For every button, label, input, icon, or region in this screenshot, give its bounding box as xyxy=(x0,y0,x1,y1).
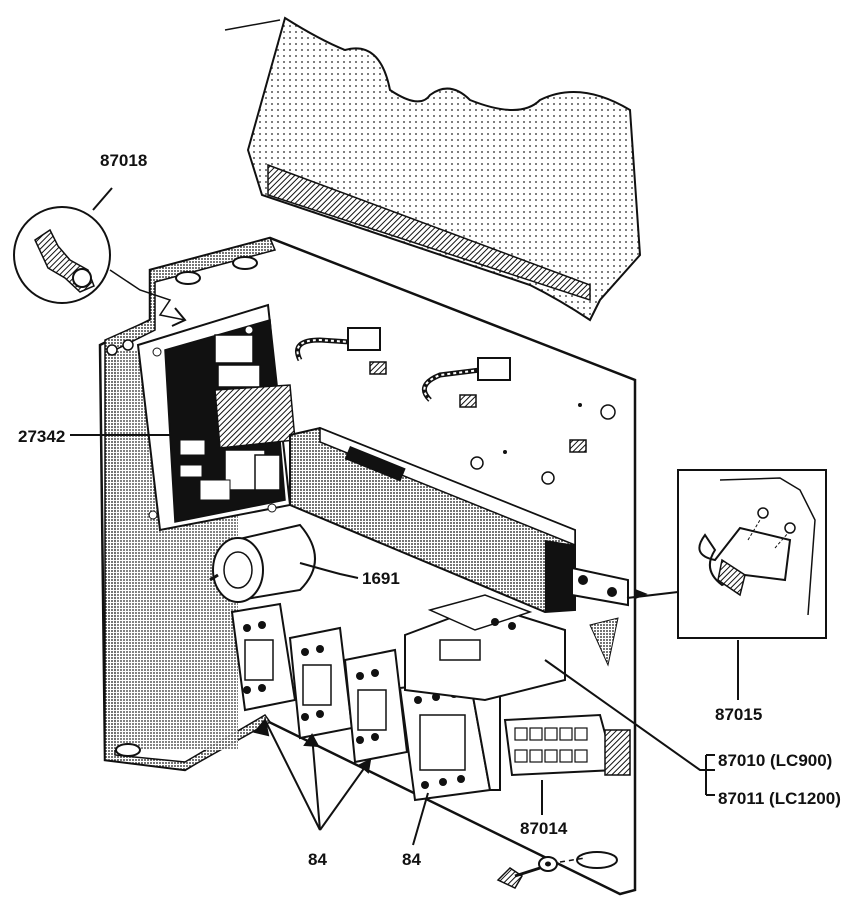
label-87014: 87014 xyxy=(520,819,568,838)
cover-panel xyxy=(224,16,642,322)
contactor-small-3 xyxy=(343,648,409,764)
detail-box-thermostat xyxy=(677,469,827,639)
wire-harness-1 xyxy=(295,327,387,375)
label-27342: 27342 xyxy=(18,427,65,446)
label-84-right: 84 xyxy=(402,850,421,869)
label-87011: 87011 (LC1200) xyxy=(718,789,841,808)
detail-circle-clip xyxy=(13,206,187,327)
contactor-small-2 xyxy=(288,626,354,740)
contactor-small-1 xyxy=(230,602,297,712)
capacitor xyxy=(209,523,316,603)
screw-and-washer xyxy=(496,856,586,889)
label-87015: 87015 xyxy=(715,705,762,724)
control-board xyxy=(136,303,296,532)
label-1691: 1691 xyxy=(362,569,400,588)
label-87018: 87018 xyxy=(100,151,147,170)
part-labels: 87018 27342 1691 87015 87010 (LC900) 870… xyxy=(18,151,841,869)
overload-relay xyxy=(404,594,566,702)
label-84-left: 84 xyxy=(308,850,327,869)
contactor-large xyxy=(398,678,501,802)
wire-duct xyxy=(289,426,576,614)
thermostat-mount xyxy=(571,566,629,667)
wire-harness-2 xyxy=(421,357,587,453)
leader-lines xyxy=(70,187,739,846)
terminal-block xyxy=(503,713,631,777)
label-87010: 87010 (LC900) xyxy=(718,751,832,770)
